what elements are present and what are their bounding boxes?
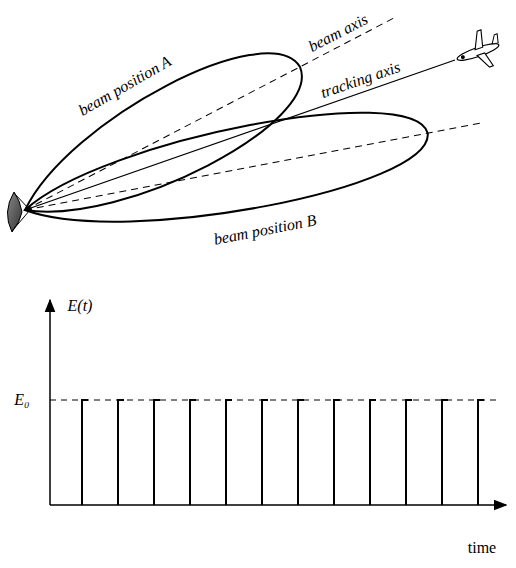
axis-title: time <box>468 540 496 556</box>
tracking-axis-line <box>25 60 455 210</box>
axis-label: tracking axis <box>319 59 403 101</box>
pulse <box>298 400 304 505</box>
beam-lobe-a <box>4 0 414 250</box>
y-axis <box>49 300 51 505</box>
pulse <box>262 400 268 505</box>
pulse <box>478 400 484 505</box>
aircraft <box>451 25 507 76</box>
pulse-train <box>82 400 484 505</box>
axis-label: beam axis <box>306 11 371 55</box>
level-label: E₀ <box>14 392 29 408</box>
axis-title: E(t) <box>68 298 93 314</box>
pulse <box>82 400 88 505</box>
pulse <box>370 400 376 505</box>
pulse <box>190 400 196 505</box>
pulse <box>226 400 232 505</box>
radar-dish <box>7 192 32 232</box>
pulse <box>406 400 412 505</box>
pulse <box>154 400 160 505</box>
pulse <box>334 400 340 505</box>
pulse <box>118 400 124 505</box>
beam-label: beam position B <box>212 212 317 248</box>
pulse <box>442 400 448 505</box>
